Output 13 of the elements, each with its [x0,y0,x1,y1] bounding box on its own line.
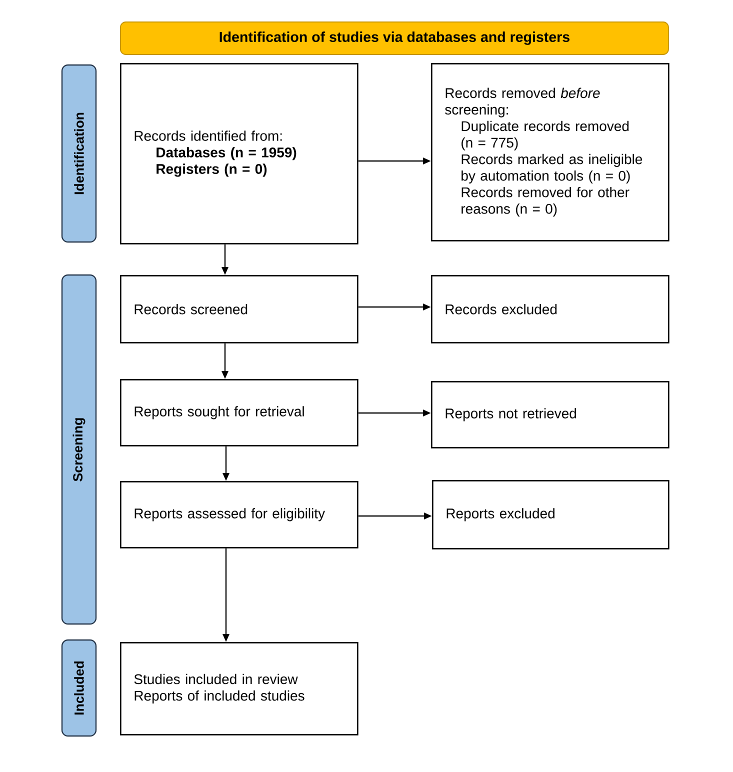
stage-band: Included [61,639,97,737]
process-box: Records identified from: Databases (n = 1959) Registers (n = 0) [120,63,358,244]
process-box: Records screened [120,275,358,344]
process-box: Reports assessed for eligibility [120,481,358,548]
title-banner: Identification of studies via databases and registers [120,22,669,55]
process-box: Reports not retrieved [431,381,670,448]
stage-band: Identification [61,64,97,243]
stage-band: Screening [61,274,97,625]
process-box: Studies included in review Reports of included studies [120,642,358,736]
process-box: Records excluded [431,275,670,344]
process-box: Reports excluded [432,480,670,550]
process-box: Records removed before screening: Duplicate records removed (n = 775) Records marked as ineligible by automation tools (n = 0) Records removed for other reasons (n = 0) [431,63,670,242]
process-box: Reports sought for retrieval [120,379,358,446]
